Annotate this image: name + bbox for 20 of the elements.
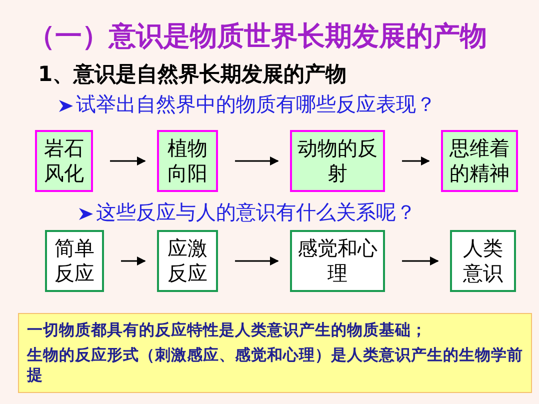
arrow	[121, 256, 146, 266]
question: 这些反应与人的意识有什么关系呢？	[96, 199, 416, 226]
process-box: 动物的反射	[290, 130, 385, 192]
process-box: 人类意识	[450, 230, 516, 292]
note-text: 生物的反应形式（刺激感应、感觉和心理）是人类意识产生的生物学前提	[27, 345, 523, 385]
process-box: 岩石风化	[35, 130, 93, 192]
title: （一）意识是物质世界长期发展的产物	[28, 20, 487, 54]
note-text: 一切物质都具有的反应特性是人类意识产生的物质基础；	[27, 320, 428, 340]
process-box: 思维着的精神	[441, 130, 518, 192]
process-box: 简单反应	[45, 230, 104, 292]
question: 试举出自然界中的物质有哪些反应表现？	[76, 91, 436, 118]
arrow	[235, 156, 279, 166]
process-box: 植物向阳	[157, 130, 218, 192]
arrow	[110, 156, 146, 166]
process-box: 感觉和心理	[290, 230, 385, 292]
arrow	[235, 256, 279, 266]
process-box: 应激反应	[157, 230, 218, 292]
arrow	[402, 156, 430, 166]
subheading: 1、意识是自然界长期发展的产物	[38, 61, 347, 88]
arrow	[402, 256, 439, 266]
